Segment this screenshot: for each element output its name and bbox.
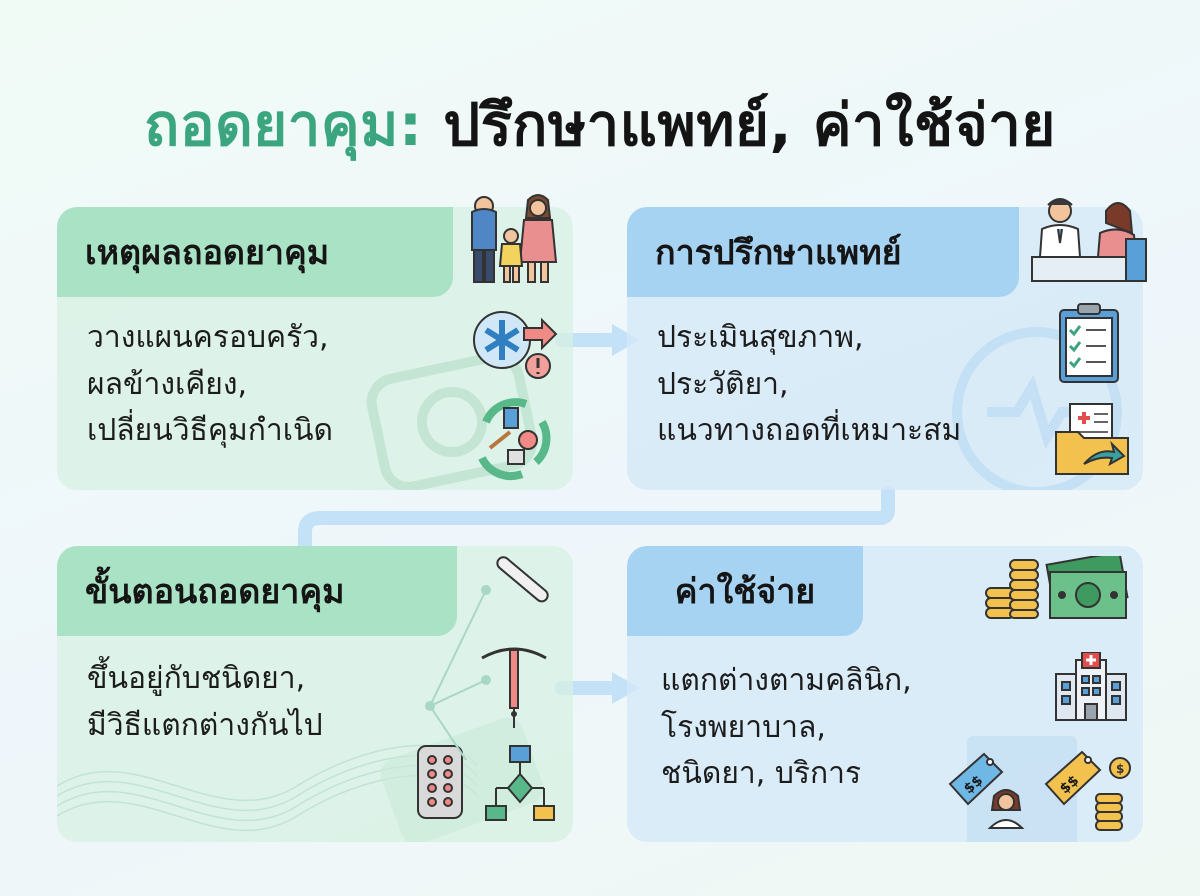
doctor-consultation-icon xyxy=(1031,198,1147,282)
card-consult-header: การปรึกษาแพทย์ xyxy=(627,207,1019,297)
card-steps: ขั้นตอนถอดยาคุม ขึ้นอยู่กับชนิดยา, มีวิธ… xyxy=(57,546,573,842)
medical-side-effect-icon xyxy=(473,311,558,379)
arrow-consult-to-steps xyxy=(298,485,895,557)
card-cost-body: แตกต่างตามคลินิก, โรงพยาบาล, ชนิดยา, บริ… xyxy=(661,663,912,791)
card-reasons-header: เหตุผลถอดยาคุม xyxy=(57,207,453,297)
pill-pack-icon xyxy=(417,745,463,819)
connector-lines-icon xyxy=(425,585,491,760)
card-consult-body: ประเมินสุขภาพ, ประวัติยา, แนวทางถอดที่เห… xyxy=(657,320,962,448)
card-steps-body: ขึ้นอยู่กับชนิดยา, มีวิธีแตกต่างกันไป xyxy=(87,661,323,743)
svg-text:$: $ xyxy=(1116,762,1124,776)
iud-icon xyxy=(481,647,547,728)
title-accent: ถอดยาคุม: xyxy=(144,91,423,159)
implant-rod-icon xyxy=(496,556,549,603)
family-icon xyxy=(471,194,558,283)
clipboard-checklist-icon xyxy=(1059,303,1119,383)
page-title: ถอดยาคุม: ปรึกษาแพทย์, ค่าใช้จ่าย xyxy=(0,78,1200,171)
coins-icon xyxy=(985,559,1039,619)
price-tag-coins-icon: $$ $ xyxy=(1044,750,1131,831)
method-cycle-icon xyxy=(478,398,551,480)
flowchart-icon xyxy=(485,745,555,821)
card-reasons-body: วางแผนครอบครัว, ผลข้างเคียง, เปลี่ยนวิธี… xyxy=(87,320,334,448)
title-rest: ปรึกษาแพทย์, ค่าใช้จ่าย xyxy=(443,91,1056,159)
hospital-icon xyxy=(1055,652,1127,721)
banknote-icon xyxy=(1045,556,1129,619)
medical-folder-icon xyxy=(1055,403,1129,475)
card-steps-header: ขั้นตอนถอดยาคุม xyxy=(57,546,457,636)
price-tag-doctor-icon: $$ xyxy=(948,752,1025,829)
card-cost-header: ค่าใช้จ่าย xyxy=(627,546,863,636)
